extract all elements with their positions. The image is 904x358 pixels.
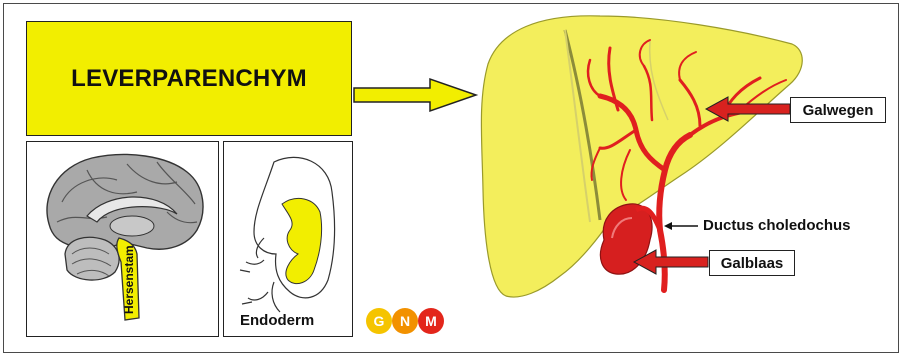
ductus-label: Ductus choledochus (703, 217, 851, 234)
brain-panel: Hersenstam (26, 141, 219, 337)
embryo-panel: Endoderm (223, 141, 353, 337)
brain-illustration: Hersenstam (27, 142, 220, 338)
embryo-label: Endoderm (240, 312, 314, 329)
title-box: LEVERPARENCHYM (26, 21, 352, 136)
title-text: LEVERPARENCHYM (71, 65, 307, 93)
embryo-illustration (224, 142, 354, 338)
galwegen-label: Galwegen (790, 97, 886, 123)
galblaas-label: Galblaas (709, 250, 795, 276)
brain-label: Hersenstam (122, 245, 136, 314)
